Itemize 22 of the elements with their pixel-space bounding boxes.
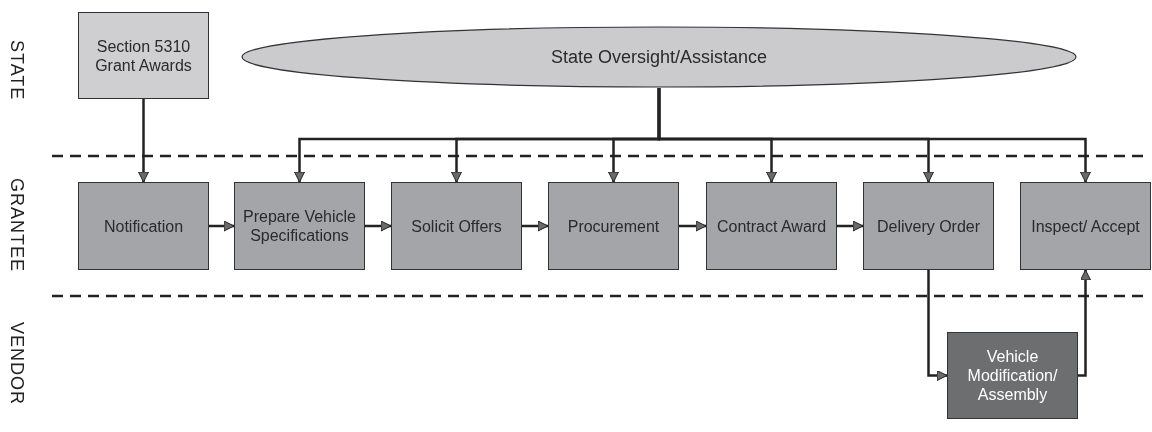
arrow <box>1078 269 1091 377</box>
process-box: Prepare Vehicle Specifications <box>234 182 365 270</box>
arrow <box>209 220 235 232</box>
arrow <box>837 220 864 232</box>
arrow <box>522 220 549 232</box>
arrow <box>365 220 392 232</box>
process-box: Section 5310 Grant Awards <box>78 12 209 99</box>
arrow <box>679 220 707 232</box>
process-box: Contract Award <box>706 182 837 270</box>
lane-label: STATE <box>6 40 27 101</box>
lane-label: VENDOR <box>6 322 27 405</box>
arrow <box>927 270 948 381</box>
lane-label: GRANTEE <box>6 178 27 272</box>
arrow <box>657 88 1091 183</box>
process-box: Procurement <box>548 182 679 270</box>
process-box: Solicit Offers <box>391 182 522 270</box>
process-box: Delivery Order <box>863 182 994 270</box>
oval-node: State Oversight/Assistance <box>241 26 1077 88</box>
process-box: Vehicle Modification/ Assembly <box>947 332 1078 419</box>
process-box: Inspect/ Accept <box>1020 182 1151 270</box>
process-box: Notification <box>78 182 209 270</box>
arrow <box>138 99 149 183</box>
